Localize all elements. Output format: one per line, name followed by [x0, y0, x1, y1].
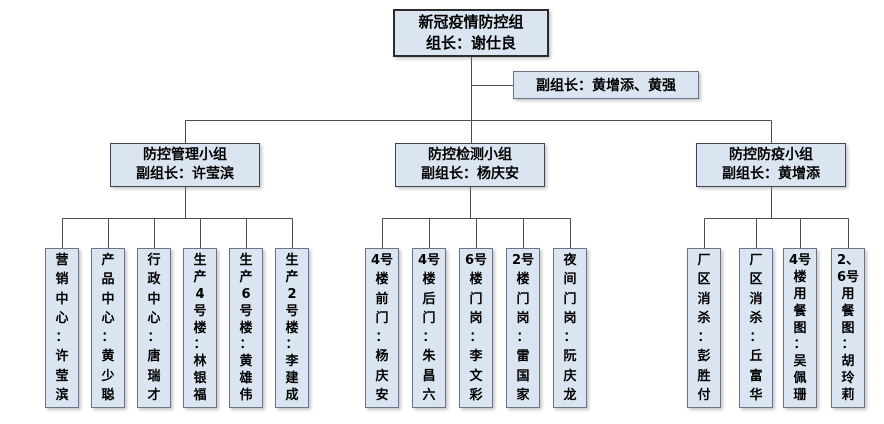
root-node: 新冠疫情防控组 组长：谢仕良	[393, 9, 549, 57]
group-subtitle: 副组长：许莹滨	[136, 166, 234, 182]
group-node-management: 防控管理小组 副组长：许莹滨	[110, 143, 260, 187]
member-node: 夜间门岗：阮庆龙	[553, 248, 587, 408]
group-title: 防控防疫小组	[729, 147, 813, 163]
group-node-prevention: 防控防疫小组 副组长：黄增添	[696, 143, 846, 187]
member-node: 行政中心：唐瑞才	[137, 248, 171, 408]
group-subtitle: 副组长：杨庆安	[421, 166, 519, 182]
root-leader: 组长：谢仕良	[425, 34, 516, 52]
deputy-leaders-label: 副组长：黄增添、黄强	[536, 78, 676, 94]
group-node-testing: 防控检测小组 副组长：杨庆安	[395, 143, 545, 187]
member-node: 2号楼门岗：雷国家	[506, 248, 540, 408]
member-node: 4号楼前门：杨庆安	[365, 248, 399, 408]
member-node: 4号楼用餐图：吴佩珊	[783, 248, 817, 408]
member-node: 2、6号用餐图：胡玲莉	[831, 248, 865, 408]
member-node: 厂区消杀：丘富华	[739, 248, 773, 408]
member-node: 产品中心：黄少聪	[91, 248, 125, 408]
member-node: 4号楼后门：朱昌六	[412, 248, 446, 408]
member-node: 6号楼门岗：李文彩	[459, 248, 493, 408]
member-node: 厂区消杀：彭胜付	[687, 248, 721, 408]
member-node: 营销中心：许莹滨	[45, 248, 79, 408]
deputy-leaders-node: 副组长：黄增添、黄强	[513, 71, 699, 99]
group-subtitle: 副组长：黄增添	[722, 166, 820, 182]
group-title: 防控检测小组	[428, 147, 512, 163]
root-title: 新冠疫情防控组	[418, 13, 524, 31]
group-title: 防控管理小组	[143, 147, 227, 163]
